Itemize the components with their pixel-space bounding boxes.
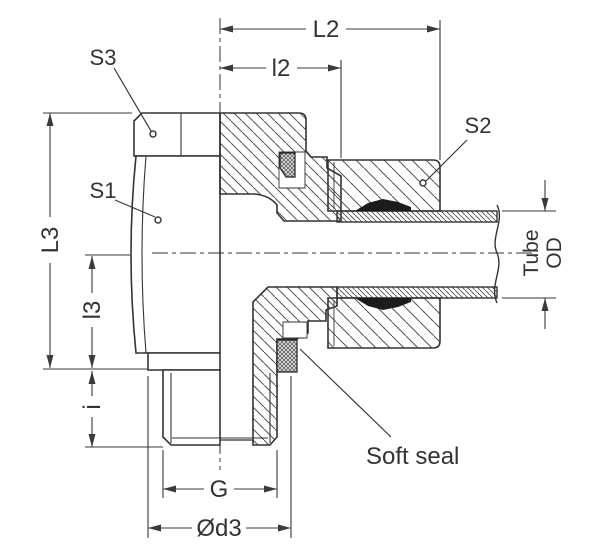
dim-label-tube-od-line2: OD <box>543 237 566 269</box>
callout-label-s1: S1 <box>90 178 117 203</box>
callout-leaders <box>113 67 468 438</box>
callout-labels: S3 S1 S2 Soft seal <box>90 45 492 470</box>
seal-pocket-lower <box>282 321 308 339</box>
dim-label-L3: L3 <box>37 227 64 254</box>
seal-wedge-bottom <box>355 298 411 310</box>
body-facet-curve <box>141 155 147 354</box>
callout-label-s2: S2 <box>465 113 492 138</box>
leader-soft-seal <box>299 348 392 438</box>
tube-wall-bottom <box>336 286 498 299</box>
dim-label-d3: Ød3 <box>196 515 241 542</box>
nut-s2-upper <box>327 159 441 212</box>
exterior-view <box>130 112 221 446</box>
body-s1-exterior <box>130 155 221 354</box>
dim-label-L2: L2 <box>313 16 340 43</box>
dim-label-i: i <box>79 404 106 409</box>
soft-seal-lower <box>276 339 298 373</box>
leader-s1 <box>114 199 156 218</box>
leader-dot-s2 <box>419 179 427 187</box>
leader-dot-s3 <box>149 130 157 138</box>
collar-exterior <box>147 352 221 371</box>
dimension-label-backgrounds <box>37 16 346 540</box>
dim-label-G: G <box>210 476 229 503</box>
dimension-labels: L2 l2 L3 l3 i G Ød3 Tube OD <box>37 16 566 542</box>
dim-label-tube-od-line1: Tube <box>520 229 543 276</box>
dimensions <box>43 20 556 538</box>
stud-exterior <box>162 369 221 446</box>
locknut-s3-exterior <box>133 112 221 157</box>
leader-dot-s1 <box>154 216 162 224</box>
callout-label-soft-seal: Soft seal <box>366 443 459 470</box>
seal-wedge-top <box>355 199 411 211</box>
dimension-arrowheads <box>46 25 549 532</box>
nut-s2-lower <box>327 297 441 349</box>
dim-label-l3: l3 <box>79 301 106 320</box>
leader-s2 <box>425 139 468 182</box>
leader-s3 <box>113 67 152 132</box>
tube-wall-top <box>336 210 498 223</box>
callout-label-s3: S3 <box>90 45 117 70</box>
dim-label-l2: l2 <box>272 55 291 82</box>
soft-seal-upper <box>279 152 296 178</box>
centerlines <box>152 18 533 470</box>
section-view <box>172 112 501 446</box>
